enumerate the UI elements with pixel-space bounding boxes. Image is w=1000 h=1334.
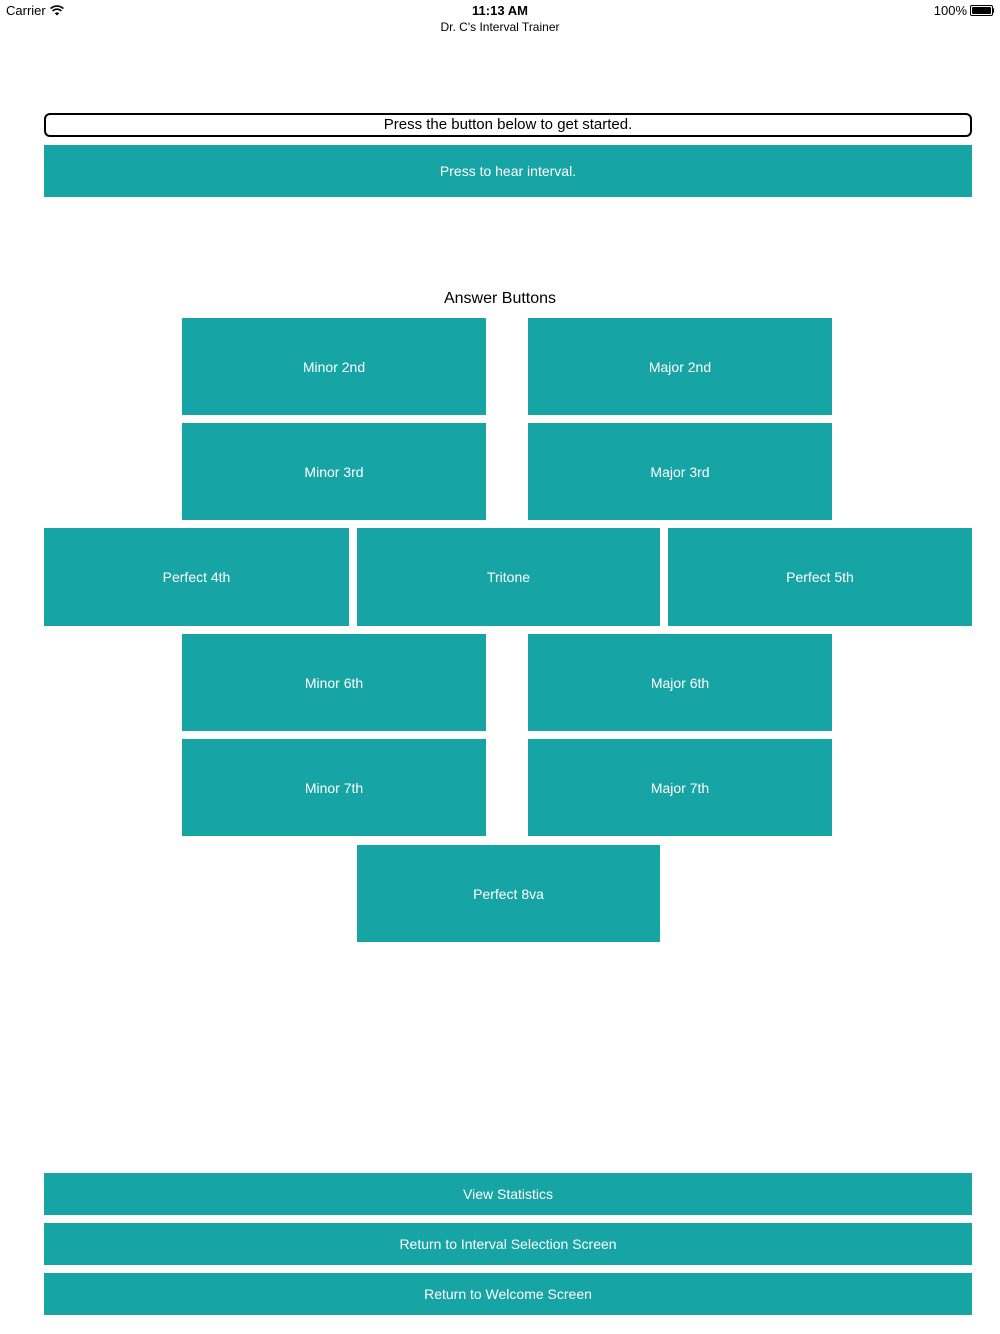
answer-minor-7th-button[interactable]: Minor 7th (182, 739, 486, 836)
app-title: Dr. C's Interval Trainer (440, 20, 560, 34)
wifi-icon (49, 5, 64, 16)
answer-minor-6th-button[interactable]: Minor 6th (182, 634, 486, 731)
answer-major-3rd-button[interactable]: Major 3rd (528, 423, 832, 520)
carrier-label: Carrier (6, 3, 46, 18)
return-welcome-button[interactable]: Return to Welcome Screen (44, 1273, 972, 1315)
answer-minor-3rd-button[interactable]: Minor 3rd (182, 423, 486, 520)
answer-perfect-5th-button[interactable]: Perfect 5th (668, 528, 972, 626)
answer-buttons-heading: Answer Buttons (443, 290, 557, 307)
answer-major-2nd-button[interactable]: Major 2nd (528, 318, 832, 415)
battery-icon (970, 5, 994, 16)
battery-percent: 100% (933, 3, 967, 18)
battery-indicator: 100% (934, 3, 994, 18)
answer-perfect-4th-button[interactable]: Perfect 4th (44, 528, 349, 626)
return-interval-selection-button[interactable]: Return to Interval Selection Screen (44, 1223, 972, 1265)
status-time: 11:13 AM (472, 3, 528, 18)
status-bar: Carrier 11:13 AM 100% (0, 0, 1000, 22)
carrier-indicator: Carrier (6, 3, 64, 18)
answer-major-7th-button[interactable]: Major 7th (528, 739, 832, 836)
view-statistics-button[interactable]: View Statistics (44, 1173, 972, 1215)
prompt-label: Press the button below to get started. (44, 113, 972, 137)
answer-tritone-button[interactable]: Tritone (357, 528, 660, 626)
answer-perfect-8va-button[interactable]: Perfect 8va (357, 845, 660, 942)
play-interval-button[interactable]: Press to hear interval. (44, 145, 972, 197)
answer-minor-2nd-button[interactable]: Minor 2nd (182, 318, 486, 415)
answer-major-6th-button[interactable]: Major 6th (528, 634, 832, 731)
